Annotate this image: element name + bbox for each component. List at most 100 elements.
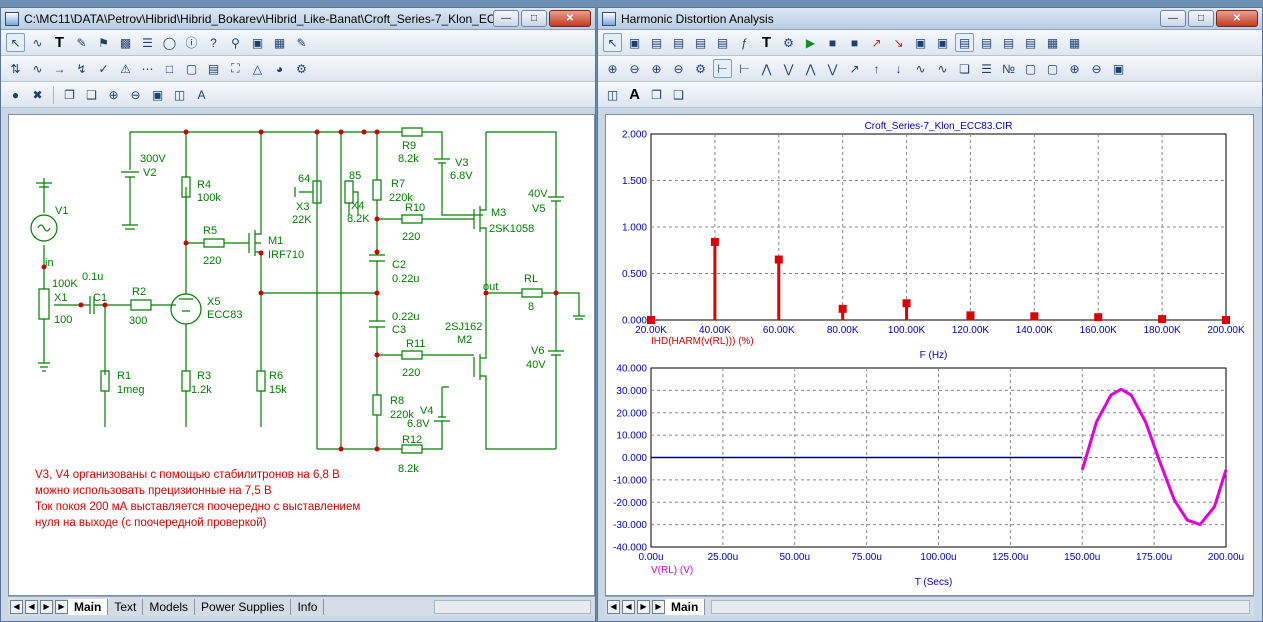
cursor-mode-icon[interactable]: ⊢ (739, 61, 750, 76)
last-page-button[interactable]: ▶ (652, 599, 665, 614)
properties-icon[interactable]: ⚙ (783, 35, 794, 50)
first-page-button[interactable]: ◀ (10, 599, 23, 614)
minimize-button[interactable]: — (493, 10, 519, 27)
close-button[interactable]: ✕ (549, 10, 591, 27)
zoom-icon[interactable]: ⊖ (673, 61, 684, 76)
page-icon[interactable]: □ (165, 61, 174, 76)
tab-main[interactable]: Main (68, 598, 109, 615)
warning-icon[interactable]: ⚠ (120, 61, 131, 76)
clipboard-icon[interactable]: ❏ (959, 61, 970, 76)
copy-icon[interactable]: ❐ (651, 87, 662, 102)
view-icon[interactable]: ▤ (1002, 35, 1015, 50)
probe-icon[interactable]: ◯ (162, 35, 177, 50)
maximize-button[interactable]: □ (1188, 10, 1214, 27)
slope-icon[interactable]: ↗ (849, 61, 860, 76)
zoom-in-icon[interactable]: ⊕ (607, 61, 618, 76)
horizontal-scrollbar[interactable] (434, 599, 591, 614)
mirror-icon[interactable]: △ (252, 61, 263, 76)
prev-page-button[interactable]: ◀ (25, 599, 38, 614)
high-icon[interactable]: ↑ (873, 61, 880, 76)
prev-page-button[interactable]: ◀ (622, 599, 635, 614)
help-icon[interactable]: ? (210, 35, 217, 50)
text-mode-icon[interactable]: T (54, 34, 65, 51)
layers-icon[interactable]: ◫ (173, 87, 186, 102)
cancel-icon[interactable]: ✖ (32, 87, 43, 102)
zoom-in-icon[interactable]: ⊕ (108, 87, 119, 102)
layers-icon[interactable]: ◫ (606, 87, 619, 102)
select-mode-icon[interactable]: ↖ (603, 33, 622, 52)
current-icon[interactable]: → (53, 61, 66, 76)
chart-icon[interactable]: ▤ (716, 35, 729, 50)
binoculars-icon[interactable]: ◕ (275, 61, 284, 76)
minimize-button[interactable]: — (1160, 10, 1186, 27)
zoom-fit-icon[interactable]: ▣ (1112, 61, 1125, 76)
horizontal-scrollbar[interactable] (711, 599, 1250, 614)
cursor-mode-icon[interactable]: ⊢ (713, 59, 732, 78)
properties-icon[interactable]: ⚙ (695, 61, 706, 76)
chart-icon[interactable]: ▤ (672, 35, 685, 50)
zoom-out-icon[interactable]: ⊖ (1091, 61, 1102, 76)
view-icon[interactable]: ▤ (980, 35, 993, 50)
stop-icon[interactable]: ■ (828, 35, 837, 50)
bus-icon[interactable]: ☰ (142, 35, 153, 50)
maximize-button[interactable]: □ (521, 10, 547, 27)
inflection-icon[interactable]: ∿ (915, 61, 926, 76)
attribute-icon[interactable]: ▣ (251, 35, 264, 50)
fit-icon[interactable]: ▢ (1046, 61, 1059, 76)
zoom-fit-icon[interactable]: ▣ (151, 87, 164, 102)
grid-icon[interactable]: ▦ (273, 35, 286, 50)
cursor-icon[interactable]: ↗ (871, 35, 882, 50)
select-mode-icon[interactable]: ↖ (6, 33, 25, 52)
zoom-region-icon[interactable]: ⛶ (231, 61, 240, 75)
view-icon[interactable]: ▤ (955, 33, 974, 52)
layout-icon[interactable]: ▣ (914, 35, 927, 50)
schematic-titlebar[interactable]: C:\MC11\DATA\Petrov\Hibrid\Hibrid_Bokare… (1, 8, 595, 30)
run-icon[interactable]: ▶ (805, 35, 816, 50)
wire-mode-icon[interactable]: ∿ (32, 35, 43, 50)
inflection-icon[interactable]: ∿ (937, 61, 948, 76)
flag-icon[interactable]: ⚑ (98, 35, 109, 50)
close-button[interactable]: ✕ (1216, 10, 1258, 27)
power-icon[interactable]: ↯ (76, 61, 87, 76)
find-icon[interactable]: ⚲ (231, 35, 240, 50)
zoom-icon[interactable]: ⊕ (651, 61, 662, 76)
grid-dots-icon[interactable]: ⋯ (141, 61, 154, 76)
fit-icon[interactable]: ▢ (1024, 61, 1037, 76)
line-draw-icon[interactable]: ✎ (76, 35, 87, 50)
paste-icon[interactable]: ❑ (86, 87, 97, 102)
pin-connections-icon[interactable]: ✓ (98, 61, 109, 76)
last-page-button[interactable]: ▶ (55, 599, 68, 614)
chart-icon[interactable]: ▤ (694, 35, 707, 50)
tab-text[interactable]: Text (108, 598, 144, 615)
paste-icon[interactable]: ❑ (673, 87, 684, 102)
next-page-button[interactable]: ▶ (637, 599, 650, 614)
scale-icon[interactable]: ▣ (628, 35, 641, 50)
peak-icon[interactable]: ⋀ (805, 61, 816, 76)
grid-icon[interactable]: ▦ (1046, 35, 1059, 50)
node-voltages-icon[interactable]: ∿ (32, 61, 43, 76)
tab-power-supplies[interactable]: Power Supplies (195, 598, 292, 615)
function-icon[interactable]: ƒ (741, 35, 748, 50)
properties-icon[interactable]: ✎ (296, 35, 307, 50)
stop-icon[interactable]: ● (11, 87, 20, 102)
next-page-button[interactable]: ▶ (40, 599, 53, 614)
component-icon[interactable]: ▩ (119, 35, 132, 50)
info-icon[interactable]: ⓘ (185, 36, 198, 50)
schematic-canvas[interactable]: 300V V2 V1 in 100K X1 100 0.1u C1 R2 300… (8, 114, 595, 596)
cursor-icon[interactable]: ↘ (893, 35, 904, 50)
font-icon[interactable]: A (629, 86, 640, 103)
text-mode-icon[interactable]: T (761, 34, 772, 51)
title-block-icon[interactable]: ▤ (207, 61, 220, 76)
zoom-in-icon[interactable]: ⊕ (1069, 61, 1080, 76)
node-numbers-icon[interactable]: ⇅ (10, 61, 21, 76)
border-icon[interactable]: ▢ (185, 61, 198, 76)
tab-models[interactable]: Models (143, 598, 196, 615)
list-icon[interactable]: ☰ (981, 61, 992, 76)
layout-icon[interactable]: ▣ (936, 35, 949, 50)
valley-icon[interactable]: ⋁ (827, 61, 838, 76)
tab-info[interactable]: Info (291, 598, 325, 615)
numbers-icon[interactable]: № (1002, 61, 1015, 76)
step-icon[interactable]: ■ (850, 35, 859, 50)
analysis-titlebar[interactable]: Harmonic Distortion Analysis — □ ✕ (598, 8, 1262, 30)
